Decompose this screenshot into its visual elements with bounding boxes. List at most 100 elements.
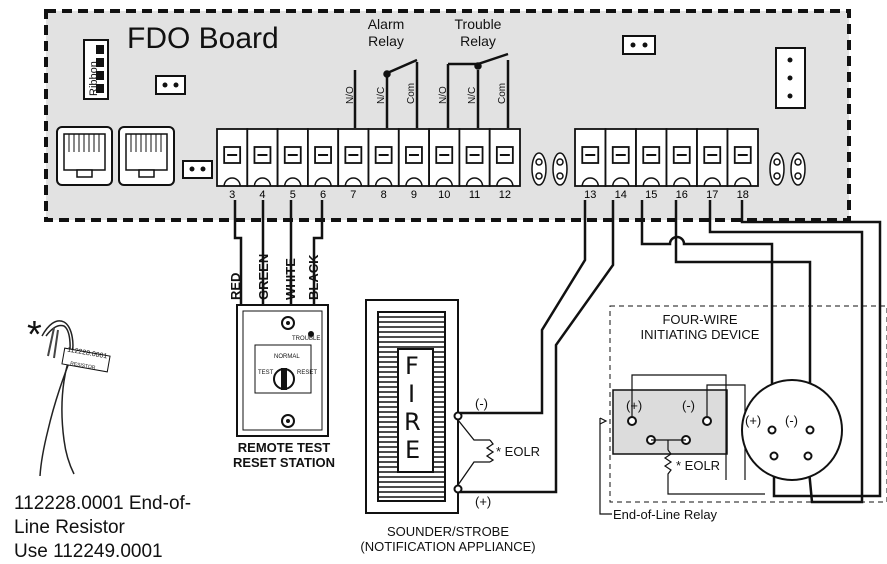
sounder-eolr-label: * EOLR — [496, 444, 541, 459]
jumper-3 — [622, 35, 656, 55]
left-terminal-4: 4 — [246, 128, 279, 201]
sounder-caption-line-2: (NOTIFICATION APPLIANCE) — [360, 539, 536, 554]
initiating-device — [599, 305, 887, 515]
sounder-wires — [458, 200, 615, 494]
sounder-neg-label: (-) — [475, 396, 488, 411]
sounder-caption: SOUNDER/STROBE (NOTIFICATION APPLIANCE) — [338, 524, 558, 554]
test-label: TEST — [258, 370, 274, 376]
jumper-1 — [155, 75, 186, 95]
reset-label: RESET — [297, 370, 318, 376]
trouble-relay-switch — [446, 52, 510, 128]
left-terminal-number: 6 — [320, 189, 326, 201]
resistor-illustration — [39, 320, 111, 477]
initiating-title-line-1: FOUR-WIRE — [662, 312, 738, 327]
relay-neg-label: (-) — [682, 398, 695, 413]
left-terminal-number: 8 — [381, 189, 387, 201]
right-terminal-number: 15 — [645, 189, 657, 201]
resistor-note-line-1: 112228.0001 End-of- — [14, 493, 192, 514]
fire-letter-f: F — [405, 352, 419, 380]
rj-jack-2 — [118, 126, 175, 186]
left-terminal-5: 5 — [276, 128, 309, 201]
sounder-strobe — [365, 299, 495, 514]
wire-label-white: WHITE — [283, 258, 298, 300]
device-wires — [640, 200, 882, 504]
left-terminal-number: 3 — [229, 189, 235, 201]
right-terminal-number: 18 — [737, 189, 749, 201]
trouble-relay-line-2: Relay — [460, 33, 496, 49]
alarm-relay-line-2: Relay — [368, 33, 404, 49]
ribbon-label: Ribbon — [88, 61, 100, 96]
left-terminal-number: 11 — [469, 189, 480, 201]
trouble-relay-line-1: Trouble — [454, 16, 502, 32]
sounder-pos-label: (+) — [475, 494, 492, 509]
rj-jack-1 — [56, 126, 113, 186]
wire-label-green: GREEN — [256, 253, 271, 300]
sounder-caption-line-1: SOUNDER/STROBE — [386, 524, 510, 539]
end-of-line-relay-label: End-of-Line Relay — [613, 507, 718, 522]
ribbon-connector — [83, 39, 109, 100]
alarm-nc-label: N/C — [376, 86, 387, 104]
remote-station-wires — [233, 200, 324, 305]
left-terminal-3: 3 — [216, 128, 249, 201]
trouble-nc-label: N/C — [467, 86, 478, 104]
remote-test-station — [236, 304, 329, 437]
fire-letter-r: R — [404, 408, 421, 436]
right-terminal-17: 17 — [696, 128, 729, 201]
left-terminal-number: 9 — [411, 189, 417, 201]
fire-letter-e: E — [405, 436, 421, 464]
right-terminal-number: 14 — [615, 189, 627, 201]
remote-caption-line-1: REMOTE TEST — [237, 440, 331, 455]
left-terminal-6: 6 — [306, 128, 340, 201]
terminal-block-right: 13 14 15 16 17 18 — [574, 128, 759, 201]
terminal-block-left: 3 4 5 6 7 8 9 10 11 12 — [216, 128, 521, 201]
alarm-relay-line-1: Alarm — [367, 16, 405, 32]
trouble-no-label: N/O — [438, 86, 449, 104]
left-terminal-12: 12 — [488, 128, 521, 201]
right-terminal-number: 16 — [676, 189, 688, 201]
standoffs-middle — [531, 152, 568, 186]
remote-caption-line-2: RESET STATION — [232, 455, 336, 470]
device-neg-label: (-) — [785, 413, 798, 428]
right-terminal-number: 13 — [584, 189, 596, 201]
resistor-note: 112228.0001 End-of- Line Resistor Use 11… — [14, 492, 191, 564]
initiating-title-line-2: INITIATING DEVICE — [640, 327, 760, 342]
resistor-note-line-3: Use 112249.0001 — [14, 541, 163, 562]
alarm-no-label: N/O — [345, 86, 356, 104]
header-connector — [775, 47, 806, 109]
left-terminal-number: 7 — [350, 189, 356, 201]
trouble-lamp-label: TROUBLE — [292, 336, 321, 342]
left-terminal-9: 9 — [397, 128, 430, 201]
left-terminal-number: 12 — [499, 189, 511, 201]
left-terminal-number: 4 — [259, 189, 265, 201]
left-terminal-10: 10 — [428, 128, 461, 201]
asterisk-note: * — [27, 314, 42, 356]
trouble-relay-label: Trouble Relay — [451, 16, 505, 50]
sounder-eolr-text: EOLR — [504, 444, 541, 459]
jumper-2 — [182, 160, 213, 179]
initiating-device-title: FOUR-WIRE INITIATING DEVICE — [620, 312, 780, 342]
board-title: FDO Board — [127, 22, 279, 55]
left-terminal-number: 10 — [438, 189, 450, 201]
device-eolr-label: * EOLR — [676, 458, 721, 473]
left-terminal-11: 11 — [458, 128, 491, 201]
trouble-com-label: Com — [497, 82, 508, 104]
right-terminal-16: 16 — [665, 128, 698, 201]
alarm-relay-label: Alarm Relay — [362, 16, 410, 50]
device-pos-label: (+) — [745, 413, 762, 428]
right-terminal-number: 17 — [706, 189, 718, 201]
right-terminal-13: 13 — [574, 128, 607, 201]
right-terminal-18: 18 — [726, 128, 759, 201]
wire-label-black: BLACK — [306, 254, 321, 301]
relay-pos-label: (+) — [626, 398, 643, 413]
left-terminal-8: 8 — [367, 128, 400, 201]
wire-label-red: RED — [228, 272, 243, 300]
standoffs-right — [769, 152, 806, 186]
fire-letter-i: I — [408, 380, 416, 408]
remote-station-caption: REMOTE TEST RESET STATION — [224, 440, 344, 470]
alarm-com-label: Com — [406, 82, 417, 104]
left-terminal-number: 5 — [290, 189, 296, 201]
resistor-note-line-2: Line Resistor — [14, 517, 125, 538]
device-eolr-text: EOLR — [684, 458, 721, 473]
left-terminal-7: 7 — [337, 128, 370, 201]
